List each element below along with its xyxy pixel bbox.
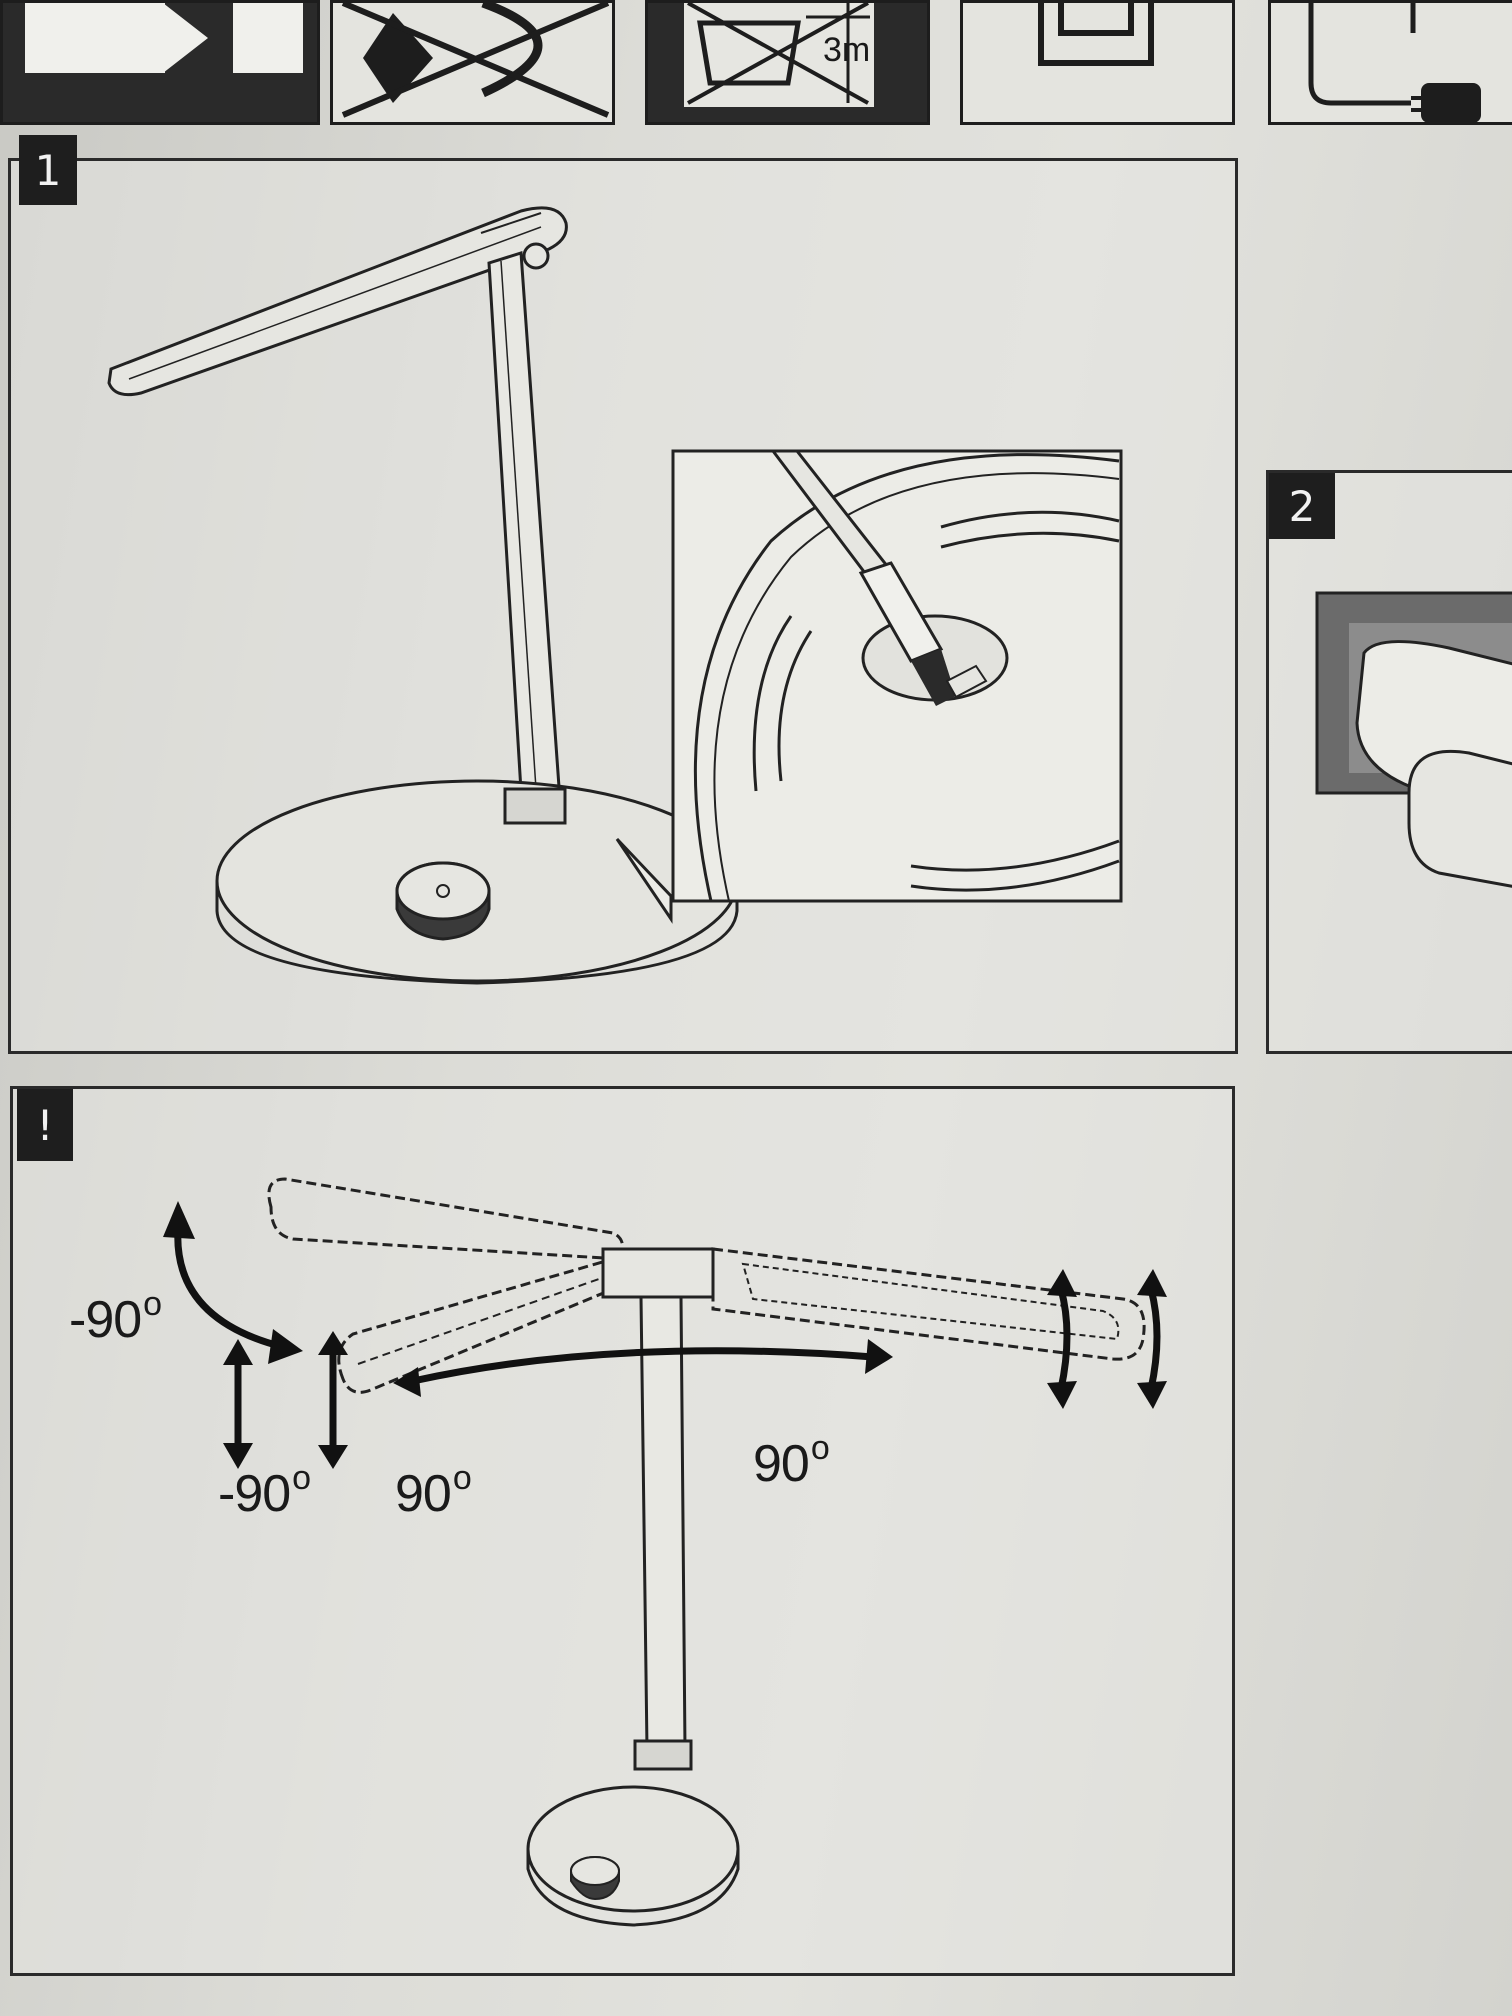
icon-arrow-box: [0, 0, 320, 125]
rotation-arrows-icon: [174, 1228, 1161, 1451]
bathtub-distance-icon: [684, 1, 874, 107]
angle-label-roll-positive: 90o: [395, 1459, 472, 1523]
angle-label-tilt: -90o: [69, 1285, 162, 1349]
step2-panel: 2: [1266, 470, 1512, 1054]
step2-badge: 2: [1269, 473, 1335, 539]
arrow-right-icon: [25, 3, 303, 73]
plug-icon: [1308, 3, 1481, 123]
double-square-icon: [1038, 0, 1154, 66]
caution-panel: !: [10, 1086, 1235, 1976]
lamp-rotation-illustration: [163, 1177, 1167, 1927]
no-cover-icon: [341, 0, 610, 118]
icon-plug-box: [1268, 0, 1512, 125]
caution-badge: !: [17, 1089, 73, 1161]
icon-bath-distance-box: 3m: [645, 0, 930, 125]
angle-label-roll-negative: -90o: [218, 1459, 311, 1523]
desk-lamp-assembly-illustration: [107, 206, 1123, 985]
icon-double-insulation-box: [960, 0, 1235, 125]
icon-no-cover-box: [330, 0, 615, 125]
step1-panel: 1: [8, 135, 1238, 1054]
step1-badge: 1: [19, 135, 77, 205]
plug-into-socket-illustration: [1315, 591, 1512, 888]
angle-label-swing: 90o: [753, 1429, 830, 1493]
distance-label: 3m: [823, 31, 871, 69]
